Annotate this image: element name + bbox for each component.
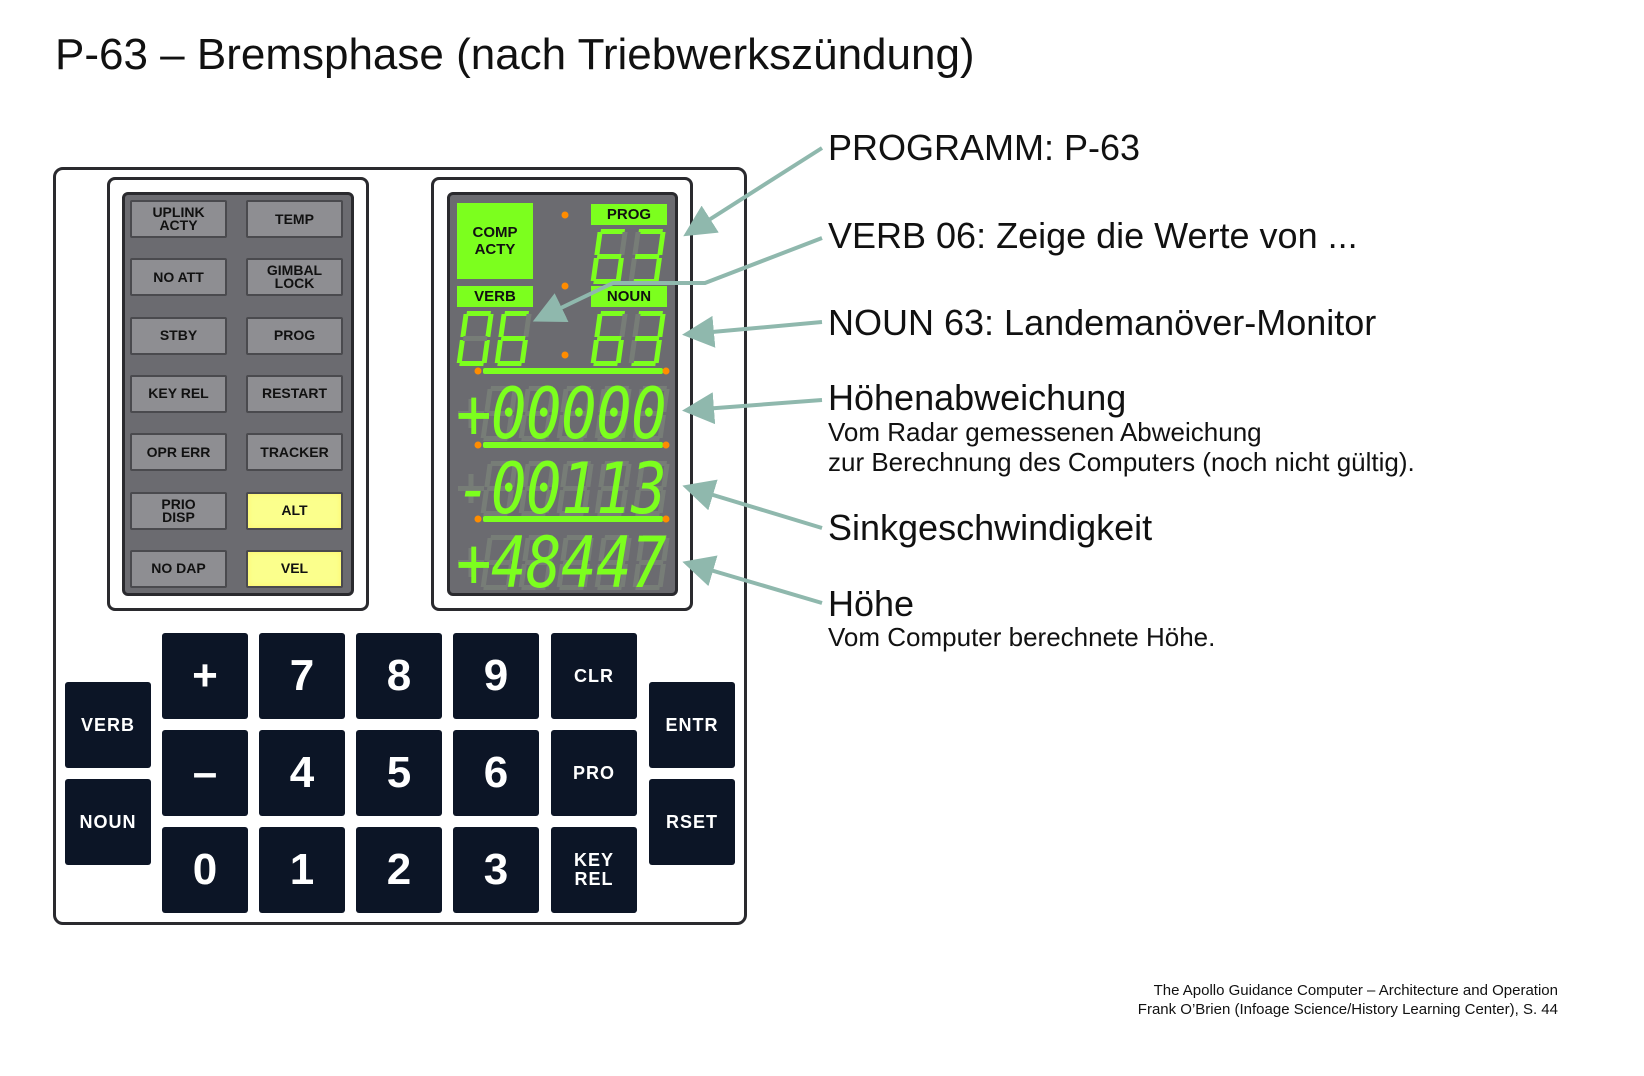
indicator-lamp: NO DAP bbox=[130, 549, 227, 588]
separator-bar bbox=[483, 368, 663, 374]
comp-acty-indicator: COMP ACTY bbox=[457, 203, 533, 279]
r1-digit-ghost bbox=[480, 386, 518, 441]
indicator-lamp: NO ATT bbox=[130, 258, 227, 297]
indicator-dot bbox=[662, 367, 670, 375]
arrow-hoehenabweichung bbox=[682, 392, 823, 425]
indicator-lamp: RESTART bbox=[246, 374, 343, 413]
register-3-value: +48447 bbox=[456, 521, 667, 604]
plus-key[interactable]: + bbox=[162, 633, 248, 719]
entr-key[interactable]: ENTR bbox=[649, 682, 735, 768]
r2-sign-ghost bbox=[458, 474, 484, 503]
annotation-noun: NOUN 63: Landemanöver-Monitor bbox=[828, 302, 1377, 343]
register-1-value: +00000 bbox=[456, 372, 667, 455]
indicator-dot bbox=[474, 441, 482, 449]
indicator-lamp: PRIO DISP bbox=[130, 491, 227, 530]
register-2-value: -00113 bbox=[456, 447, 667, 530]
key-4[interactable]: 4 bbox=[259, 730, 345, 816]
prog-label: PROG bbox=[591, 204, 667, 225]
indicator-lamp: VEL bbox=[246, 549, 343, 588]
arrow-sink bbox=[682, 479, 823, 530]
arrow-noun bbox=[682, 315, 823, 348]
key-8[interactable]: 8 bbox=[356, 633, 442, 719]
annotation-hoehenabweichung-sub2: zur Berechnung des Computers (noch nicht… bbox=[828, 447, 1415, 477]
indicator-lights-panel: UPLINK ACTY TEMP NO ATT GIMBAL LOCK STBY PROG… bbox=[122, 192, 354, 596]
annotation-program: PROGRAMM: P-63 bbox=[828, 127, 1141, 168]
r3-digit-ghost bbox=[480, 535, 518, 590]
indicator-dot bbox=[474, 367, 482, 375]
electroluminescent-display: COMP ACTY PROG VERB NOUN +00000 -00113 +… bbox=[447, 192, 678, 604]
arrow-verb bbox=[532, 236, 823, 323]
noun-digit bbox=[628, 311, 666, 366]
verb-digit bbox=[456, 311, 494, 366]
indicator-lamp: GIMBAL LOCK bbox=[246, 258, 343, 297]
indicator-lamp: TRACKER bbox=[246, 433, 343, 472]
key-7[interactable]: 7 bbox=[259, 633, 345, 719]
citation-line-2: Frank O’Brien (Infoage Science/History L… bbox=[1137, 1001, 1558, 1018]
annotation-hoehe-sub: Vom Computer berechnete Höhe. bbox=[828, 622, 1216, 652]
arrow-program bbox=[683, 146, 824, 237]
r1-digit-ghost bbox=[632, 386, 670, 441]
indicator-dot bbox=[474, 515, 482, 523]
indicator-dot bbox=[561, 282, 569, 290]
indicator-dot bbox=[662, 441, 670, 449]
separator-bar bbox=[483, 516, 663, 522]
annotation-sink: Sinkgeschwindigkeit bbox=[828, 507, 1153, 548]
noun-key[interactable]: NOUN bbox=[65, 779, 151, 865]
indicator-lamp: KEY REL bbox=[130, 374, 227, 413]
r3-sign-ghost bbox=[458, 548, 484, 577]
annotation-verb: VERB 06: Zeige die Werte von ... bbox=[828, 215, 1358, 256]
key-6[interactable]: 6 bbox=[453, 730, 539, 816]
r2-digit-ghost bbox=[632, 461, 670, 516]
noun-digit bbox=[590, 311, 628, 366]
citation-line-1: The Apollo Guidance Computer – Architect… bbox=[1153, 982, 1558, 999]
key-3[interactable]: 3 bbox=[453, 827, 539, 913]
indicator-lamp: PROG bbox=[246, 316, 343, 355]
indicator-lamp: ALT bbox=[246, 491, 343, 530]
r2-digit-ghost bbox=[518, 461, 556, 516]
page-title: P-63 – Bremsphase (nach Triebwerkszündun… bbox=[55, 30, 975, 79]
r2-digit-ghost bbox=[480, 461, 518, 516]
r3-digit-ghost bbox=[556, 535, 594, 590]
indicator-lamp: STBY bbox=[130, 316, 227, 355]
indicator-dot bbox=[561, 351, 569, 359]
annotation-hoehenabweichung-sub1: Vom Radar gemessenen Abweichung bbox=[828, 417, 1262, 447]
verb-label: VERB bbox=[457, 286, 533, 307]
r2-digit-ghost bbox=[594, 461, 632, 516]
key-0[interactable]: 0 bbox=[162, 827, 248, 913]
key-rel-key[interactable]: KEY REL bbox=[551, 827, 637, 913]
key-9[interactable]: 9 bbox=[453, 633, 539, 719]
r3-digit-ghost bbox=[518, 535, 556, 590]
indicator-dot bbox=[662, 515, 670, 523]
minus-key[interactable]: – bbox=[162, 730, 248, 816]
r1-digit-ghost bbox=[594, 386, 632, 441]
verb-key[interactable]: VERB bbox=[65, 682, 151, 768]
r1-sign-ghost bbox=[458, 399, 484, 428]
r1-digit-ghost bbox=[518, 386, 556, 441]
separator-bar bbox=[483, 442, 663, 448]
indicator-lamp: OPR ERR bbox=[130, 433, 227, 472]
pro-key[interactable]: PRO bbox=[551, 730, 637, 816]
rset-key[interactable]: RSET bbox=[649, 779, 735, 865]
verb-digit bbox=[494, 311, 532, 366]
seven-segment-digits bbox=[456, 211, 670, 590]
r3-digit-ghost bbox=[632, 535, 670, 590]
r1-digit-ghost bbox=[556, 386, 594, 441]
annotation-hoehe: Höhe bbox=[828, 583, 915, 624]
clr-key[interactable]: CLR bbox=[551, 633, 637, 719]
indicator-lamp: TEMP bbox=[246, 200, 343, 238]
indicator-dot bbox=[561, 211, 569, 219]
r2-digit-ghost bbox=[556, 461, 594, 516]
key-1[interactable]: 1 bbox=[259, 827, 345, 913]
indicator-lamp: UPLINK ACTY bbox=[130, 200, 227, 238]
noun-label: NOUN bbox=[591, 286, 667, 307]
key-2[interactable]: 2 bbox=[356, 827, 442, 913]
r3-digit-ghost bbox=[594, 535, 632, 590]
annotation-hoehenabweichung: Höhenabweichung bbox=[828, 377, 1127, 418]
key-5[interactable]: 5 bbox=[356, 730, 442, 816]
arrow-hoehe bbox=[682, 555, 823, 605]
